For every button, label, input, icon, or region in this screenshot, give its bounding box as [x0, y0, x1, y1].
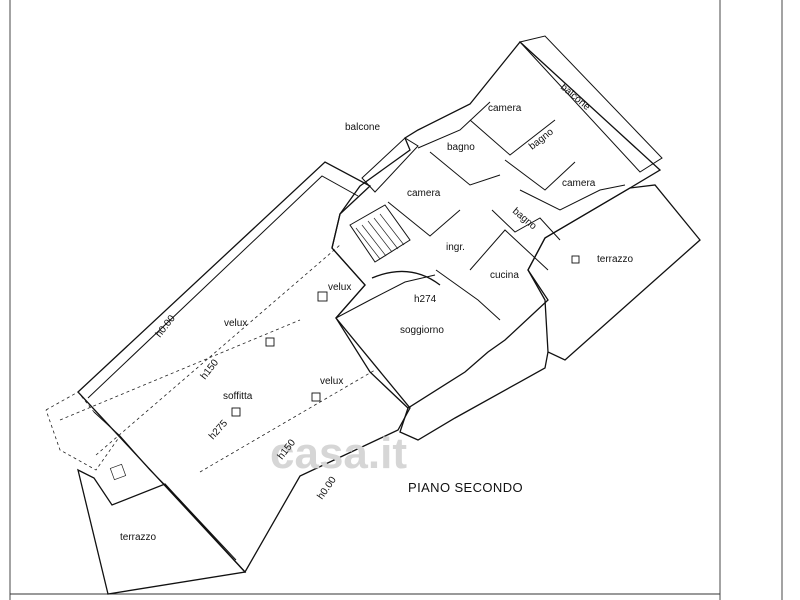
living-room-lower: [399, 351, 549, 441]
room-label-cucina: cucina: [490, 270, 519, 281]
room-label-ingresso: ingr.: [446, 242, 465, 253]
room-label-camera-right: camera: [562, 178, 596, 189]
height-label-h274: h274: [414, 294, 437, 305]
room-label-camera-top: camera: [488, 103, 522, 114]
page-frame: [9, 0, 783, 600]
left-terrace: [45, 391, 247, 595]
room-label-bagno-left: bagno: [447, 142, 475, 153]
velux-label-2: velux: [328, 282, 351, 293]
height-label-h000-lower: h0.00: [315, 475, 339, 502]
stairwell: [349, 204, 411, 263]
floor-title: PIANO SECONDO: [408, 480, 523, 495]
velux-label-3: velux: [320, 376, 343, 387]
right-terrace: [527, 184, 701, 361]
apartment-outline: [331, 41, 662, 409]
attic-outline: [59, 161, 411, 574]
room-label-soffitta: soffitta: [223, 391, 253, 402]
room-label-terrazzo-left: terrazzo: [120, 532, 157, 543]
velux-label-1: velux: [224, 318, 247, 329]
room-label-camera-mid: camera: [407, 188, 441, 199]
velux-markers: [231, 291, 328, 417]
room-label-bagno-small: bagno: [510, 206, 539, 233]
height-label-h150-upper: h150: [199, 357, 222, 382]
balconies: [361, 35, 663, 193]
room-label-balcone-right: balcone: [558, 82, 592, 113]
room-label-terrazzo-right: terrazzo: [597, 254, 634, 265]
watermark: casa.it: [270, 429, 407, 478]
room-label-balcone-left: balcone: [345, 122, 380, 133]
height-label-h275: h275: [207, 418, 230, 442]
height-label-h000-upper: h0.00: [154, 313, 178, 340]
room-label-soggiorno: soggiorno: [400, 325, 444, 336]
